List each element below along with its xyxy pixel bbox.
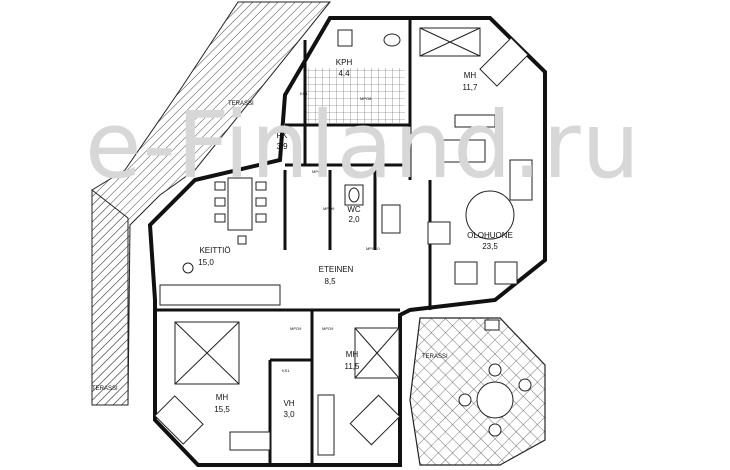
code-label: MPO9 <box>290 326 302 331</box>
room-olohuone-name: OLOHUONE <box>467 231 513 240</box>
room-wc-area: 2,0 <box>348 215 360 224</box>
terrace-labels: TERASSI TERASSI TERASSI <box>92 101 448 392</box>
terrace-label-north: TERASSI <box>228 101 254 107</box>
room-mh-s-area: 11,5 <box>345 362 361 371</box>
room-eteinen-area: 8,5 <box>324 277 336 286</box>
code-label: KS1 <box>300 91 308 96</box>
room-keittio-area: 15,0 <box>198 258 214 267</box>
bedroom-sw-furniture <box>154 321 271 451</box>
bathroom-tile-floor <box>305 68 405 123</box>
bedroom-s-furniture <box>317 327 401 456</box>
code-label: KS1 <box>282 368 290 373</box>
room-mh-sw-name: MH <box>216 393 229 402</box>
room-olohuone-area: 23,5 <box>482 242 498 251</box>
terrace-label-west: TERASSI <box>92 386 118 392</box>
terrace-furniture <box>458 319 532 437</box>
code-label: MPO8 <box>360 96 372 101</box>
room-vh-name: VH <box>283 399 294 408</box>
code-label: MPO9 <box>322 326 334 331</box>
living-room-furniture <box>427 114 533 285</box>
room-wc-name: WC <box>347 205 361 214</box>
bathroom-fixtures <box>337 29 401 234</box>
room-labels: KPH 4.4 MH 11,7 PK 3,9 WC 2,0 KEITTIÖ 15… <box>198 58 513 419</box>
room-pk-name: PK <box>277 131 288 140</box>
room-kph-name: KPH <box>336 58 353 67</box>
room-vh-area: 3,0 <box>283 410 295 419</box>
code-labels: MPO8 MPO10 MPO9 MPO10 MPO9 MPO9 KS1 KS1 … <box>282 91 432 373</box>
code-label: MPO10 <box>312 169 326 174</box>
room-kph-area: 4.4 <box>338 69 350 78</box>
code-label: MPO10 <box>366 246 380 251</box>
room-mh-s-name: MH <box>346 350 359 359</box>
code-label: MPO9 <box>323 206 335 211</box>
outer-wall <box>147 16 547 467</box>
terrace-deck-southeast <box>409 317 546 466</box>
kitchen-furniture <box>159 177 281 306</box>
room-mh-sw-area: 15,5 <box>214 405 230 414</box>
code-label: MPO8 <box>420 128 432 133</box>
room-keittio-name: KEITTIÖ <box>199 246 230 255</box>
bedroom-ne-furniture <box>419 27 529 87</box>
room-mh-ne-name: MH <box>464 71 477 80</box>
terrace-label-southeast: TERASSI <box>422 354 448 360</box>
room-mh-ne-area: 11,7 <box>463 83 479 92</box>
room-pk-area: 3,9 <box>276 142 288 151</box>
terrace-deck-west-strip <box>91 188 129 406</box>
room-eteinen-name: ETEINEN <box>319 265 354 274</box>
